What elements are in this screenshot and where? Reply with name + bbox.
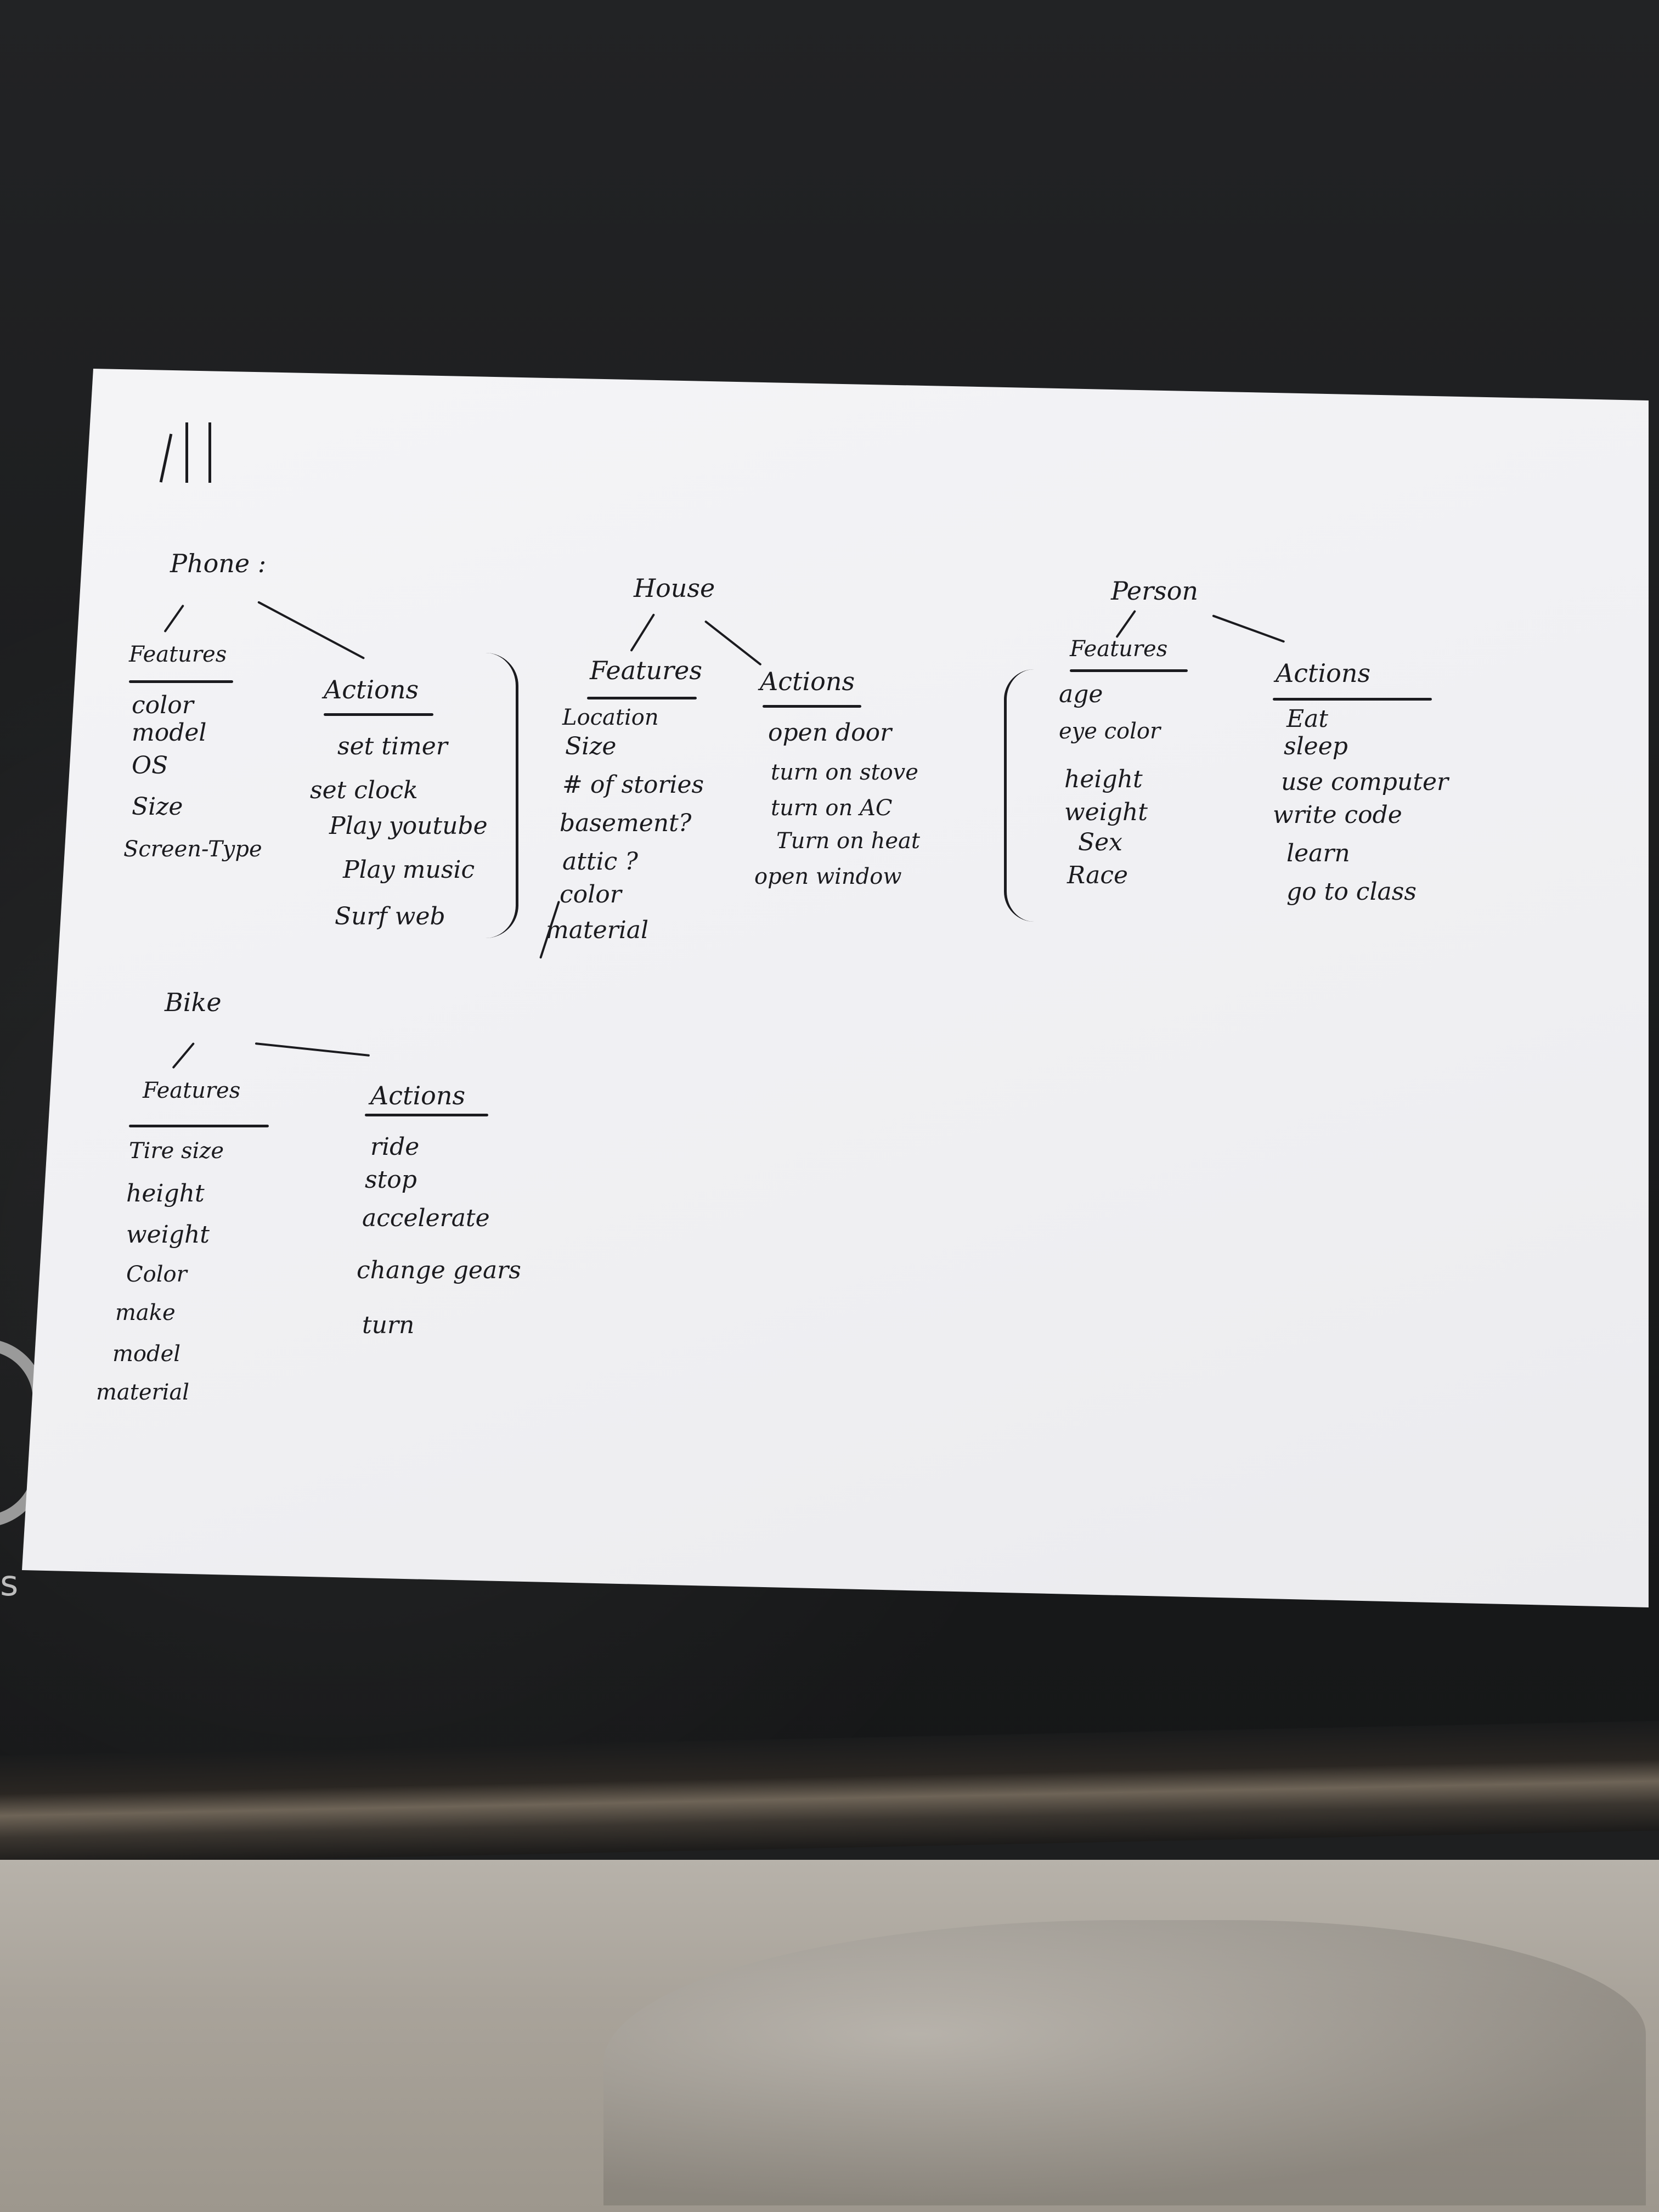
bike-action: ride xyxy=(370,1133,420,1161)
house-action: Turn on heat xyxy=(776,828,920,854)
bike-feature: model xyxy=(112,1341,181,1367)
phone-feature: Size xyxy=(132,793,183,821)
person-feature: Sex xyxy=(1078,828,1122,856)
house-action: open door xyxy=(768,719,892,747)
person-action: sleep xyxy=(1284,732,1348,760)
person-action: learn xyxy=(1286,839,1350,867)
person-action: Eat xyxy=(1286,705,1329,733)
bike-action: turn xyxy=(362,1311,415,1339)
bike-title: Bike xyxy=(165,988,222,1017)
desk-letter-fragment: s xyxy=(0,1564,19,1604)
person-action: use computer xyxy=(1281,768,1449,796)
house-action: open window xyxy=(754,864,902,889)
bike-action: change gears xyxy=(357,1256,521,1284)
person-feature: Race xyxy=(1067,861,1128,889)
person-feature: eye color xyxy=(1059,719,1161,744)
phone-action: set clock xyxy=(310,776,418,804)
phone-feature: model xyxy=(132,719,207,747)
house-feature: Location xyxy=(562,705,659,730)
person-title: Person xyxy=(1111,576,1199,606)
lap-sweatshirt xyxy=(0,1860,1659,2212)
house-feature: material xyxy=(546,916,649,944)
bike-feature: Color xyxy=(126,1262,187,1287)
bike-action: stop xyxy=(365,1166,417,1194)
bike-actions-heading: Actions xyxy=(370,1081,466,1110)
house-feature: attic ? xyxy=(562,848,638,876)
house-actions-heading: Actions xyxy=(760,667,855,696)
phone-feature: color xyxy=(132,691,194,719)
bike-feature: make xyxy=(115,1300,176,1325)
bike-features-heading: Features xyxy=(143,1078,241,1103)
tally-mark xyxy=(159,422,230,488)
house-person-divider xyxy=(1004,669,1034,922)
house-feature: color xyxy=(560,881,622,909)
bike-feature: weight xyxy=(126,1221,210,1249)
phone-actions-heading: Actions xyxy=(324,675,419,704)
bike-action: accelerate xyxy=(362,1204,490,1232)
house-title: House xyxy=(634,573,715,603)
phone-feature: Screen-Type xyxy=(123,837,262,862)
house-feature: # of stories xyxy=(562,771,704,799)
bike-feature: height xyxy=(126,1180,205,1207)
phone-title: Phone : xyxy=(170,549,267,578)
house-feature: Size xyxy=(565,732,617,760)
sweatshirt-fold xyxy=(603,1920,1646,2205)
person-features-heading: Features xyxy=(1070,636,1168,662)
person-feature: weight xyxy=(1064,798,1148,826)
phone-action: Play music xyxy=(343,856,475,884)
person-feature: height xyxy=(1064,765,1143,793)
house-action: turn on AC xyxy=(771,795,893,821)
phone-feature: OS xyxy=(132,752,168,780)
house-action: turn on stove xyxy=(771,760,918,785)
bike-feature: material xyxy=(96,1380,190,1405)
person-actions-heading: Actions xyxy=(1276,658,1371,688)
person-action: go to class xyxy=(1286,878,1417,906)
phone-action: Surf web xyxy=(335,902,445,930)
phone-house-divider xyxy=(483,653,518,938)
phone-features-heading: Features xyxy=(129,642,227,667)
bike-feature: Tire size xyxy=(129,1138,224,1164)
house-features-heading: Features xyxy=(590,656,702,685)
phone-action: Play youtube xyxy=(329,812,488,840)
person-action: write code xyxy=(1273,801,1402,829)
phone-action: set timer xyxy=(337,732,448,760)
house-feature: basement? xyxy=(560,809,692,837)
person-feature: age xyxy=(1059,680,1103,708)
